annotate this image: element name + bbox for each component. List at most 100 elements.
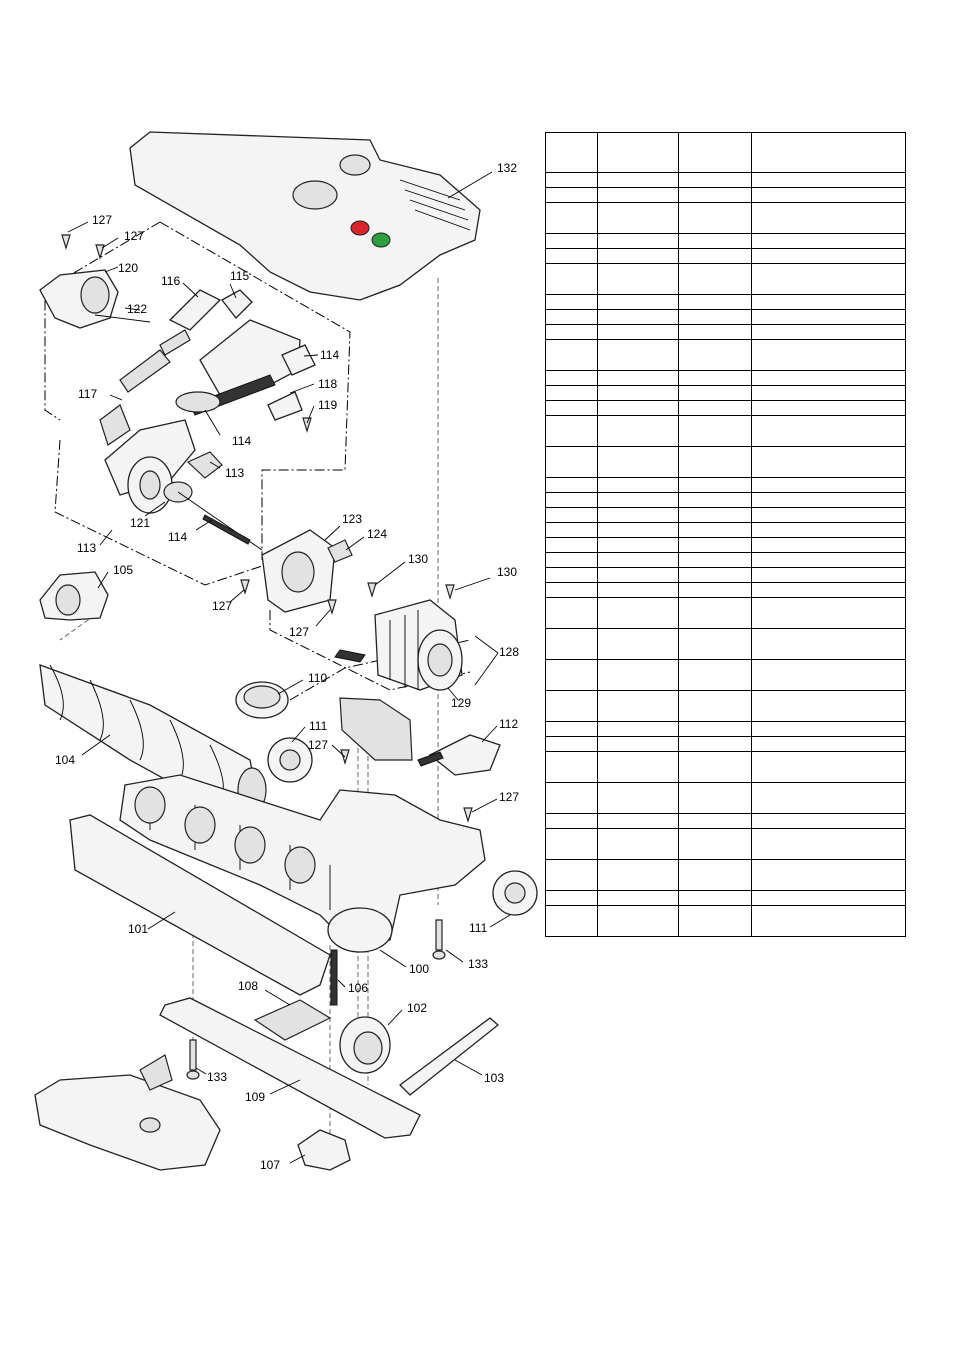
table-cell bbox=[751, 202, 906, 234]
leader-lines bbox=[67, 171, 511, 1164]
table-cell bbox=[544, 905, 599, 937]
table-cell bbox=[678, 187, 753, 203]
table-cell bbox=[678, 172, 753, 188]
table-row bbox=[544, 905, 906, 937]
table-cell bbox=[544, 628, 599, 660]
table-cell bbox=[597, 263, 680, 295]
end-cap-105 bbox=[39, 571, 109, 621]
table-row bbox=[544, 187, 906, 203]
screw-133-right bbox=[432, 919, 446, 960]
top-cover-132 bbox=[129, 131, 481, 301]
table-row bbox=[544, 813, 906, 829]
table-cell bbox=[751, 324, 906, 340]
callout-109: 109 bbox=[245, 1090, 265, 1104]
table-cell bbox=[678, 751, 753, 783]
callout-125: 124 bbox=[367, 527, 387, 541]
assembly-frame-upper bbox=[159, 221, 351, 560]
table-cell bbox=[678, 582, 753, 598]
callout-132: 132 bbox=[497, 161, 517, 175]
table-cell bbox=[544, 446, 599, 478]
callout-106: 106 bbox=[348, 981, 368, 995]
motor-128 bbox=[334, 599, 463, 761]
motor-frame bbox=[269, 610, 471, 691]
fan-cover-124 bbox=[261, 529, 353, 613]
table-cell bbox=[678, 202, 753, 234]
table-cell bbox=[678, 132, 753, 173]
table-cell bbox=[751, 782, 906, 814]
table-row bbox=[544, 324, 906, 340]
table-cell bbox=[678, 628, 753, 660]
table-cell bbox=[544, 324, 599, 340]
align-line-6 bbox=[59, 614, 96, 641]
table-row bbox=[544, 202, 906, 234]
table-cell bbox=[544, 782, 599, 814]
table-cell bbox=[678, 813, 753, 829]
table-cell bbox=[597, 582, 680, 598]
table-cell bbox=[678, 567, 753, 583]
callout-133-b: 133 bbox=[207, 1070, 227, 1084]
table-cell bbox=[751, 690, 906, 722]
table-row bbox=[544, 597, 906, 629]
callout-127-b: 127 bbox=[124, 229, 144, 243]
callout-115: 113 bbox=[225, 466, 244, 480]
table-cell bbox=[544, 385, 599, 401]
table-cell bbox=[544, 294, 599, 310]
table-cell bbox=[597, 202, 680, 234]
callout-133-a: 133 bbox=[468, 957, 488, 971]
callout-117: 115 bbox=[230, 269, 249, 283]
table-cell bbox=[751, 905, 906, 937]
table-cell bbox=[597, 477, 680, 493]
table-cell bbox=[751, 597, 906, 629]
table-cell bbox=[597, 813, 680, 829]
table-cell bbox=[597, 132, 680, 173]
assembly-frame-left bbox=[44, 221, 161, 421]
table-cell bbox=[597, 370, 680, 386]
table-row bbox=[544, 507, 906, 523]
table-row bbox=[544, 552, 906, 568]
table-cell bbox=[751, 567, 906, 583]
table-row bbox=[544, 415, 906, 447]
table-cell bbox=[678, 294, 753, 310]
table-cell bbox=[597, 309, 680, 325]
table-row bbox=[544, 890, 906, 906]
belt-103 bbox=[399, 1017, 500, 1096]
table-cell bbox=[544, 537, 599, 553]
callout-112: 112 bbox=[499, 717, 518, 731]
table-cell bbox=[544, 339, 599, 371]
table-cell bbox=[751, 477, 906, 493]
table-cell bbox=[751, 507, 906, 523]
table-cell bbox=[544, 477, 599, 493]
callout-116: 114 bbox=[232, 434, 251, 448]
table-cell bbox=[544, 132, 599, 173]
pulley-102 bbox=[339, 1016, 391, 1074]
callout-103: 103 bbox=[484, 1071, 504, 1085]
table-cell bbox=[751, 721, 906, 737]
table-row bbox=[544, 582, 906, 598]
table-row bbox=[544, 567, 906, 583]
table-cell bbox=[544, 492, 599, 508]
table-cell bbox=[678, 507, 753, 523]
callout-119: 117 bbox=[78, 387, 97, 401]
housing-assembly-118 bbox=[168, 289, 316, 421]
table-cell bbox=[678, 522, 753, 538]
table-row bbox=[544, 492, 906, 508]
table-cell bbox=[751, 828, 906, 860]
table-cell bbox=[544, 370, 599, 386]
callout-101: 101 bbox=[128, 922, 148, 936]
table-cell bbox=[751, 187, 906, 203]
table-row bbox=[544, 172, 906, 188]
callout-127-f: 127 bbox=[499, 790, 519, 804]
table-cell bbox=[751, 248, 906, 264]
callout-129: 129 bbox=[451, 696, 471, 710]
table-cell bbox=[597, 294, 680, 310]
spring-106 bbox=[330, 949, 338, 1006]
callout-122: 121 bbox=[130, 516, 150, 530]
table-cell bbox=[678, 782, 753, 814]
callout-127-d: 127 bbox=[289, 625, 309, 639]
callout-126: 122 bbox=[127, 302, 147, 316]
bottom-plate-109 bbox=[159, 997, 421, 1139]
table-cell bbox=[597, 187, 680, 203]
table-cell bbox=[751, 659, 906, 691]
table-cell bbox=[751, 751, 906, 783]
callout-130-b: 130 bbox=[497, 565, 517, 579]
